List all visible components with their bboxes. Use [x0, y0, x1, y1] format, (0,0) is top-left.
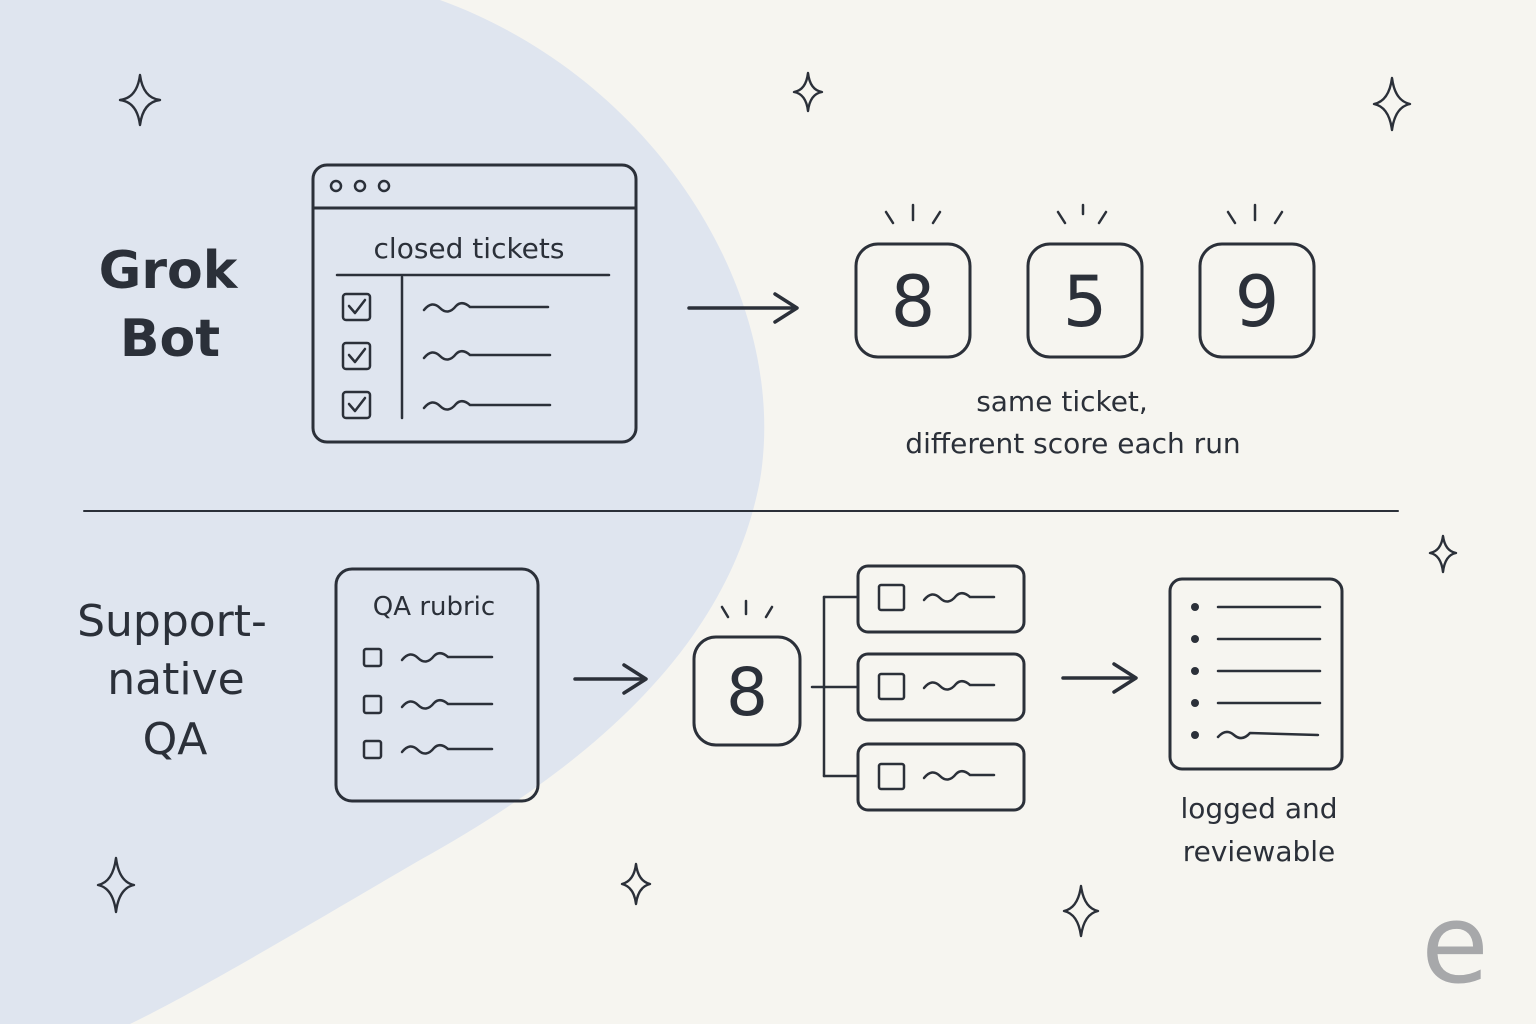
window-dot-icon: [353, 179, 367, 193]
squiggle-line: [922, 592, 996, 603]
support-qa-label-line3: QA: [143, 714, 208, 765]
qa-rubric-title: QA rubric: [373, 592, 495, 622]
criteria-card: [856, 742, 1026, 812]
sparkle-icon: [1372, 76, 1412, 132]
checked-checkbox-icon: [341, 390, 372, 420]
bullet-icon: [1191, 731, 1199, 739]
window-dot-icon: [377, 179, 391, 193]
log-document: [1168, 577, 1344, 771]
emphasis-rays-icon: [1226, 203, 1284, 225]
bullet-icon: [1191, 635, 1199, 643]
sparkle-icon: [792, 71, 824, 113]
emphasis-rays-icon: [1056, 203, 1108, 225]
qa-score-value: 8: [726, 654, 768, 731]
checkbox-icon: [362, 647, 383, 668]
squiggle-line: [922, 770, 996, 781]
qa-rubric-card: QA rubric: [334, 567, 540, 803]
criteria-card: [856, 652, 1026, 722]
checkbox-icon: [362, 694, 383, 715]
score-value-3: 9: [1235, 261, 1280, 343]
arrow-right-icon: [687, 292, 799, 324]
bottom-caption-line1: logged and: [1180, 792, 1337, 825]
checkbox-icon: [877, 672, 906, 701]
grok-bot-label-line1: Grok: [99, 241, 239, 301]
squiggle-line: [422, 350, 552, 361]
bottom-caption-line2: reviewable: [1183, 835, 1336, 868]
score-value-1: 8: [891, 261, 936, 343]
squiggle-line: [922, 680, 996, 691]
support-qa-label-line2: native: [107, 654, 244, 705]
closed-tickets-window: closed tickets: [311, 163, 638, 444]
checkbox-icon: [877, 762, 906, 791]
squiggle-line: [422, 302, 550, 313]
bullet-icon: [1191, 699, 1199, 707]
checkbox-icon: [362, 739, 383, 760]
score-box-2: 5: [1026, 203, 1144, 359]
bullet-icon: [1191, 603, 1199, 611]
sparkle-icon: [620, 862, 652, 906]
qa-score-box: 8: [692, 599, 802, 747]
score-box-3: 9: [1198, 203, 1316, 359]
criteria-card: [856, 564, 1026, 634]
brand-logo: e: [1421, 880, 1489, 1008]
grok-bot-label-line2: Bot: [120, 309, 220, 369]
checked-checkbox-icon: [341, 292, 372, 322]
sparkle-icon: [96, 856, 136, 914]
branch-connector: [810, 595, 860, 778]
top-caption-line1: same ticket,: [976, 385, 1148, 418]
squiggle-line: [400, 699, 494, 710]
squiggle-line: [400, 652, 494, 663]
closed-tickets-title: closed tickets: [374, 232, 565, 265]
arrow-right-icon: [573, 663, 648, 695]
emphasis-rays-icon: [720, 599, 774, 619]
top-caption-line2: different score each run: [905, 427, 1240, 460]
window-dot-icon: [329, 179, 343, 193]
support-qa-label-line1: Support-: [77, 596, 267, 647]
sparkle-icons: [96, 71, 1458, 938]
score-box-1: 8: [854, 203, 972, 359]
sparkle-icon: [118, 73, 162, 127]
bullet-icon: [1191, 667, 1199, 675]
arrow-right-icon: [1061, 662, 1138, 694]
score-value-2: 5: [1063, 261, 1108, 343]
squiggle-line: [400, 744, 494, 755]
checkbox-icon: [877, 583, 906, 612]
sparkle-icon: [1062, 884, 1100, 938]
checked-checkbox-icon: [341, 341, 372, 371]
squiggle-line: [422, 400, 552, 411]
emphasis-rays-icon: [884, 203, 942, 225]
sparkle-icon: [1428, 534, 1458, 574]
